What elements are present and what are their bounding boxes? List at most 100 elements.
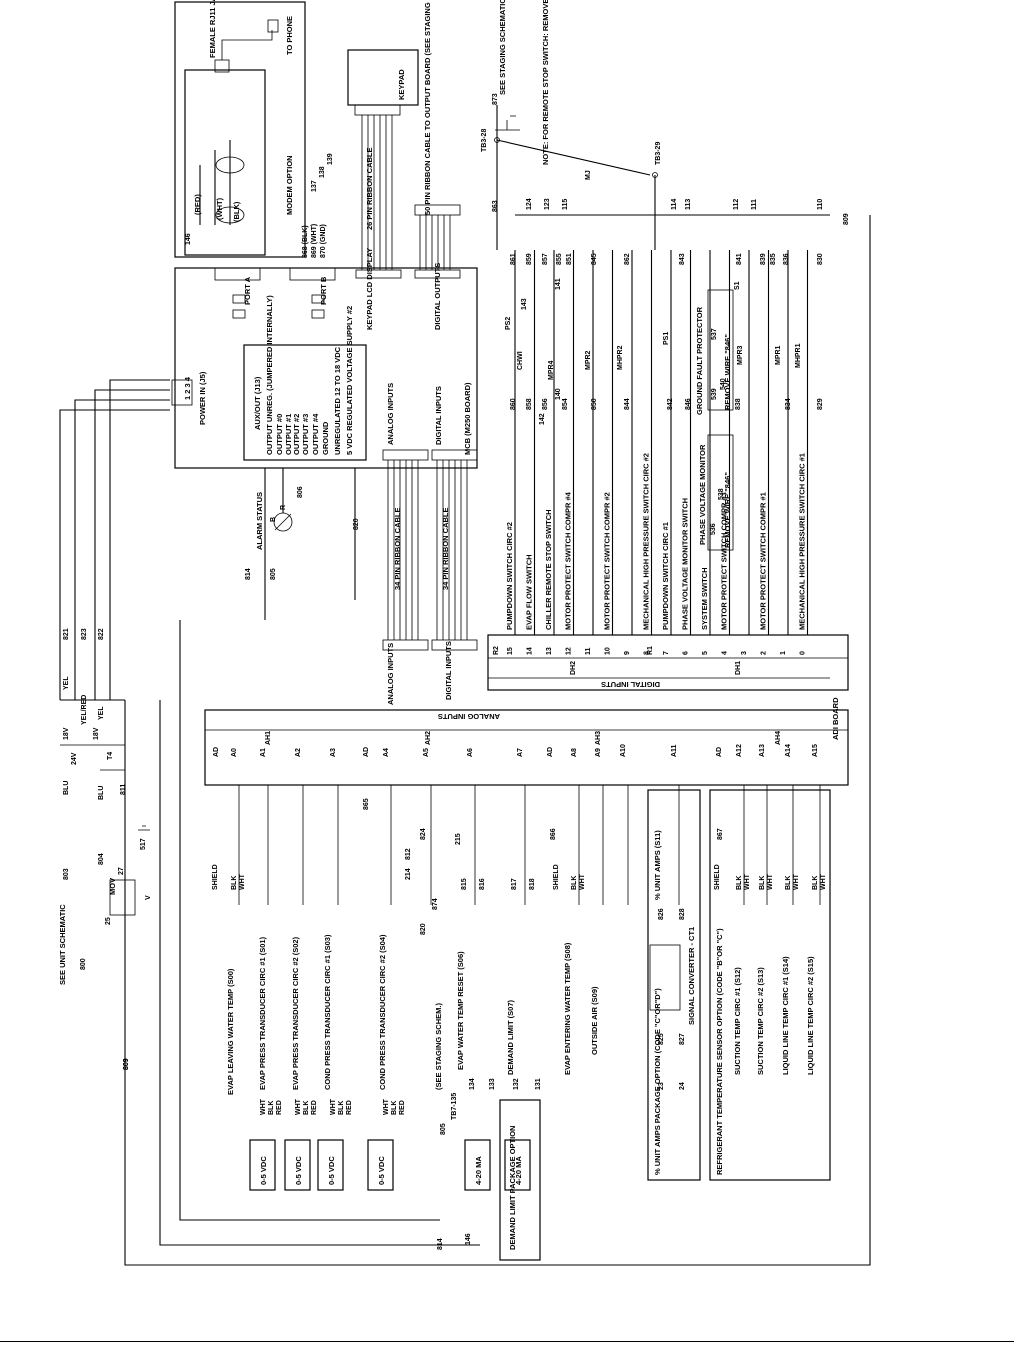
power-wire-27: 27	[118, 867, 125, 875]
analog-term-a0: A0	[231, 748, 238, 757]
di-label-7: PUMPDOWN SWITCH CIRC #1	[661, 522, 670, 630]
modem-t137: 137	[311, 180, 318, 192]
analog-inputs-ribbon-end: ANALOG INPUTS	[386, 643, 395, 705]
port-b-label: PORT B	[319, 276, 328, 305]
di-wire-838: 838	[735, 398, 742, 410]
see-staging-label: SEE STAGING SCHEMATIC	[498, 0, 507, 95]
di-term-10: 10	[605, 647, 612, 655]
di-wire-858: 858	[526, 398, 533, 410]
analog-term-a6: A6	[467, 748, 474, 757]
analog-ad-0: AD	[213, 747, 220, 757]
ai-w814: 814	[437, 1238, 444, 1250]
sensor-6: EVAP WATER TEMP RESET (S06)	[456, 951, 465, 1070]
di-label-0: MECHANICAL HIGH PRESSURE SWITCH CIRC #1	[798, 453, 807, 630]
aux-row-7: UNREGULATED 12 TO 18 VDC	[333, 346, 342, 455]
blk-label-1: BLK	[571, 876, 578, 890]
di-label-8: MECHANICAL HIGH PRESSURE SWITCH CIRC #2	[642, 453, 651, 630]
shield-label-0: SHIELD	[212, 864, 219, 890]
top-wire-862: 862	[624, 253, 631, 265]
aux-row-5: OUTPUT #4	[311, 413, 320, 455]
analog-wire-824: 824	[420, 828, 427, 840]
analog-term-a2: A2	[295, 748, 302, 757]
tb7-2: 133	[489, 1078, 496, 1090]
adi-board-label: ADI BOARD	[831, 697, 840, 740]
di-term-9: 9	[624, 651, 631, 655]
analog-term-a10: A10	[620, 744, 627, 757]
di-term-13: 13	[546, 647, 553, 655]
power-wire-517: 517	[140, 838, 147, 850]
analog-term-a15: A15	[812, 744, 819, 757]
yelred-label: YEL/RED	[81, 695, 88, 725]
di-term-12: 12	[566, 647, 573, 655]
aux-row-0: OUTPUT UNREG. (JUMPERED INTERNALLY)	[265, 295, 274, 455]
keypad-port-label: KEYPAD LCD DISPLAY	[365, 248, 374, 330]
power-in-label: POWER IN (J5)	[198, 371, 207, 425]
di-label-15: PUMPDOWN SWITCH CIRC #2	[505, 522, 514, 630]
analog-inputs-header: ANALOG INPUTS	[438, 712, 500, 721]
modem-w870: 870 (GND)	[320, 224, 327, 258]
analog-term-a9: A9	[595, 748, 602, 757]
di-label-4: MOTOR PROTECT SWITCH COMPR #3	[720, 492, 729, 630]
ai-w805: 805	[440, 1123, 447, 1135]
di-wire-850: 850	[591, 398, 598, 410]
tb7-4: 131	[535, 1078, 542, 1090]
mov-label: MOV	[108, 878, 117, 895]
di-term-0: 0	[800, 651, 807, 655]
device-mhpr1: MHPR1	[795, 343, 802, 368]
modem-t138: 138	[319, 166, 326, 178]
mcb-digital-inputs-label: DIGITAL INPUTS	[434, 386, 443, 445]
device-mpr3: MPR3	[737, 345, 744, 365]
alarm-r: R	[280, 505, 287, 510]
keypad-label: KEYPAD	[397, 69, 406, 100]
aux-row-2: OUTPUT #1	[284, 414, 293, 455]
analog-wire-828: 828	[679, 908, 686, 920]
di-term-5: 5	[702, 651, 709, 655]
analog-wire-827: 827	[679, 1033, 686, 1045]
tx-blk-0: BLK	[268, 1101, 275, 1115]
tx-red-1: RED	[311, 1100, 318, 1115]
mcb-board: PORT A PORT B POWER IN (J5) 1 2 3 4 AUX/…	[171, 267, 478, 469]
di-wire-834: 834	[785, 398, 792, 410]
di-term-11: 11	[585, 647, 592, 655]
gfp-label: GROUND FAULT PROTECTOR	[695, 306, 704, 415]
wht-label-5: WHT	[820, 873, 827, 890]
wht-label-2: WHT	[744, 873, 751, 890]
analog-wire-815: 815	[461, 878, 468, 890]
digital-outputs-port: DIGITAL OUTPUTS	[433, 263, 442, 330]
modem-wire-146: 146	[185, 233, 192, 245]
device-mhpr2: MHPR2	[617, 345, 624, 370]
analog-group-ah1: AH1	[265, 731, 272, 745]
di-w141: 141	[555, 278, 562, 290]
tx-blk-2: BLK	[338, 1101, 345, 1115]
aux-row-3: OUTPUT #2	[292, 414, 301, 455]
tb7-3: 132	[513, 1078, 520, 1090]
power-wire-823: 823	[81, 628, 88, 640]
staging-tb3-29: TB3-29	[655, 142, 662, 165]
power-pins: 1 2 3 4	[183, 376, 192, 400]
analog-group-ah3: AH3	[595, 731, 602, 745]
blu-label-2: BLU	[98, 786, 105, 800]
top-wire-861: 861	[510, 253, 517, 265]
mov-v-label: V	[145, 895, 152, 900]
alarm-w805: 805	[270, 568, 277, 580]
di-w538: 538	[718, 488, 725, 500]
output-ribbon-label: 50 PIN RIBBON CABLE TO OUTPUT BOARD (SEE…	[423, 0, 432, 215]
analog-wire-215: 215	[455, 833, 462, 845]
device-mpr2: MPR2	[585, 350, 592, 370]
analog-wire-820: 820	[420, 923, 427, 935]
analog-term-a13: A13	[759, 744, 766, 757]
vdc-label-0: 0-5 VDC	[259, 1156, 268, 1185]
power-wire-800: 800	[80, 958, 87, 970]
analog-wire-865: 865	[363, 798, 370, 810]
top-wire-857: 857	[542, 253, 549, 265]
di-term-7: 7	[663, 651, 670, 655]
top-wire-843: 843	[679, 253, 686, 265]
sensor-4: COND PRESS TRANSDUCER CIRC #2 (S04)	[378, 934, 387, 1090]
di-label-10: MOTOR PROTECT SWITCH COMPR #2	[603, 492, 612, 630]
sensor-10: SUCTION TEMP CIRC #1 (S12)	[733, 967, 742, 1075]
device-s1: S1	[734, 281, 741, 290]
